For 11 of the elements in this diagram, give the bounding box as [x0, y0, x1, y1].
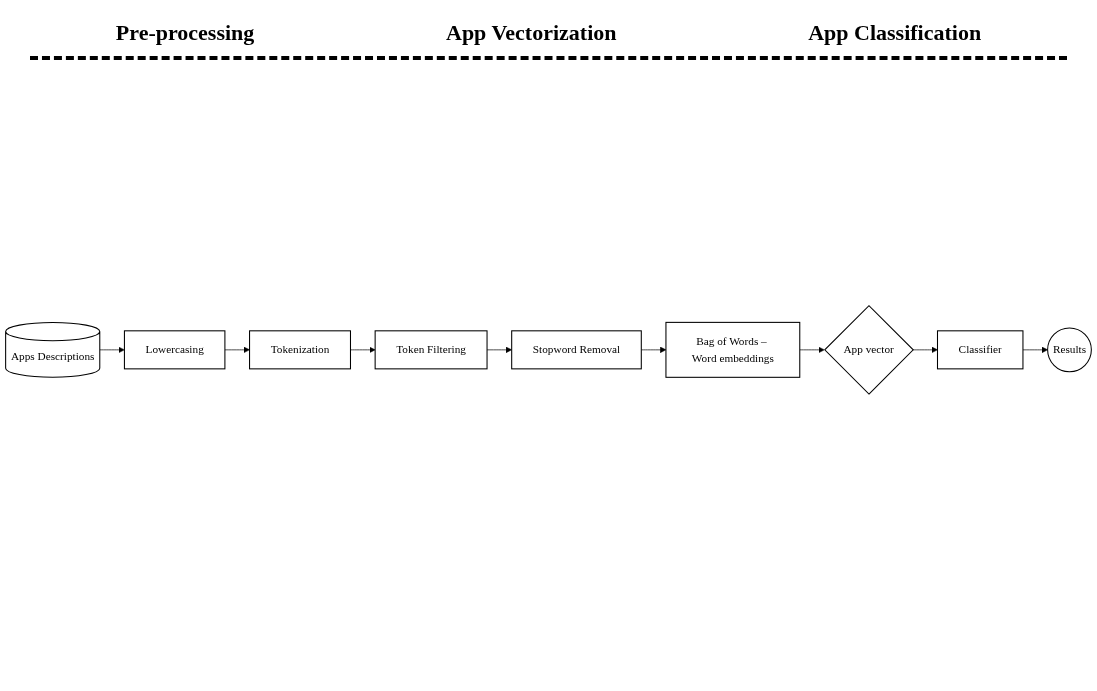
node-circle: Results [1047, 327, 1092, 373]
section-heading: App Vectorization [446, 20, 617, 46]
section-heading: Pre-processing [115, 20, 255, 46]
node-box: Stopword Removal [511, 330, 642, 370]
node-box: Token Filtering [374, 330, 488, 370]
node-box: Lowercasing [123, 330, 226, 370]
section-heading: App Classification [808, 20, 982, 46]
node-diamond: App vector [824, 305, 914, 395]
node-box: Tokenization [249, 330, 351, 370]
node-box: Classifier [936, 330, 1024, 370]
node-box: Bag of Words – Word embeddings [665, 322, 801, 378]
